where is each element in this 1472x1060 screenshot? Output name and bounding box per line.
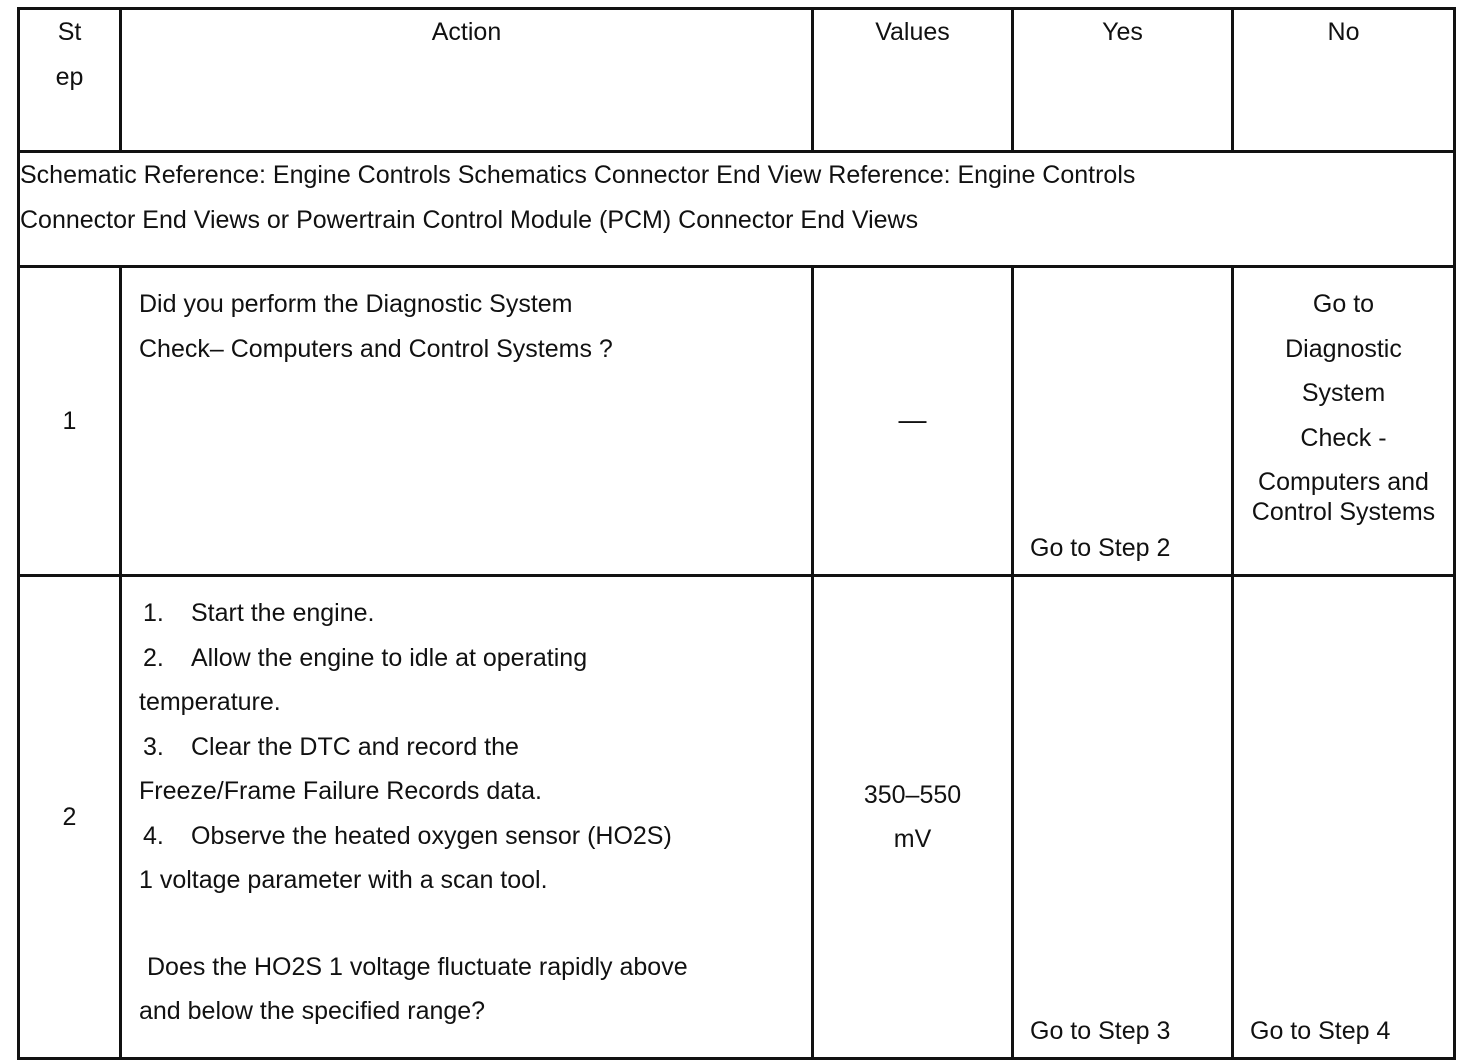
table-row: 1 Did you perform the Diagnostic System … [17, 265, 1456, 577]
schematic-reference: Schematic Reference: Engine Controls Sch… [17, 150, 1456, 268]
no-cell: Go to Diagnostic System Check - Computer… [1231, 265, 1456, 577]
list-item: 1.Start the engine. [143, 599, 375, 627]
step-number: 1 [17, 265, 122, 577]
values-header: Values [811, 7, 1014, 153]
list-item: 4.Observe the heated oxygen sensor (HO2S… [143, 821, 672, 850]
header-row: St ep Action Values Yes No [17, 7, 1456, 153]
list-item: 3.Clear the DTC and record the [143, 732, 519, 761]
action-header: Action [119, 7, 814, 153]
diagnostic-table: St ep Action Values Yes No Schematic Ref… [17, 7, 1456, 1060]
yes-cell: Go to Step 3 [1011, 574, 1234, 1060]
question-text: Does the HO2S 1 voltage fluctuate rapidl… [147, 952, 688, 981]
step-header: St ep [17, 7, 122, 153]
yes-header: Yes [1011, 7, 1234, 153]
table-row: 2 1.Start the engine. 2.Allow the engine… [17, 574, 1456, 1060]
values-cell: 350–550 mV [811, 574, 1014, 1060]
yes-cell: Go to Step 2 [1011, 265, 1234, 577]
no-header: No [1231, 7, 1456, 153]
list-item: 2.Allow the engine to idle at operating [143, 643, 588, 672]
reference-row: Schematic Reference: Engine Controls Sch… [17, 150, 1456, 268]
values-cell: — [811, 265, 1014, 577]
action-cell: Did you perform the Diagnostic System Ch… [119, 265, 814, 577]
no-cell: Go to Step 4 [1231, 574, 1456, 1060]
action-cell: 1.Start the engine. 2.Allow the engine t… [119, 574, 814, 1060]
step-number: 2 [17, 574, 122, 1060]
